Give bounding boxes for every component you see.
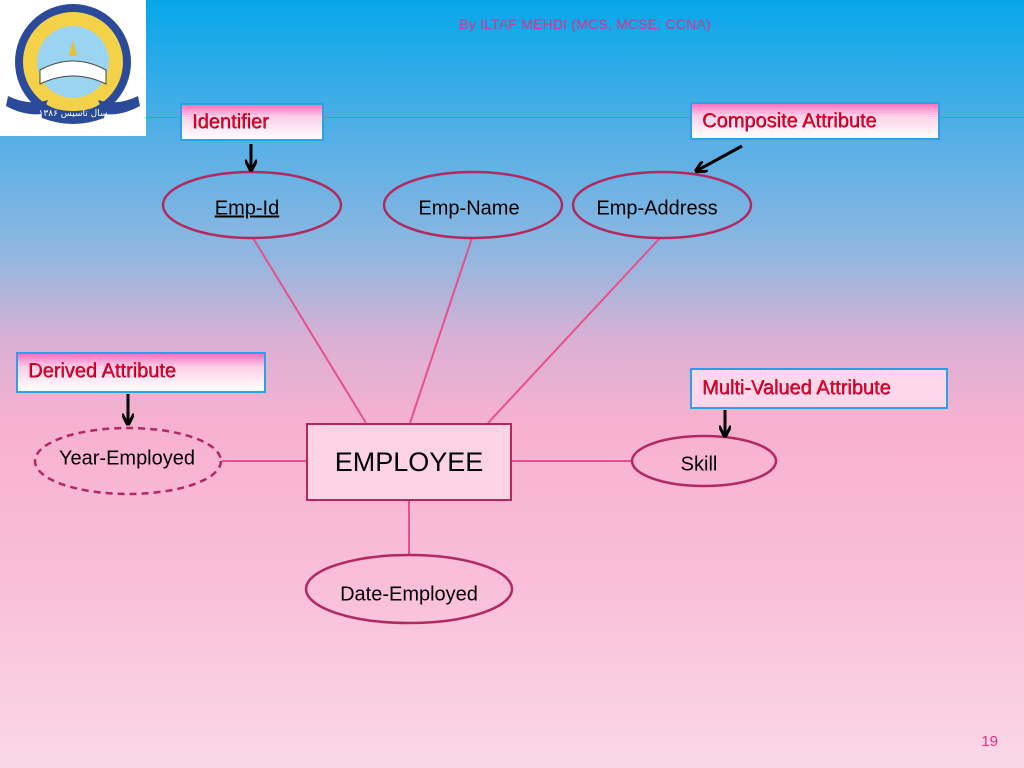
callout-identifier: Identifier: [180, 103, 324, 141]
callout-composite-attribute: Composite Attribute: [690, 102, 940, 140]
callout-multi-valued-attribute: Multi-Valued Attribute: [690, 368, 948, 409]
logo-year-text: سال تاسیس ۱۳۸۶: [39, 109, 108, 119]
ellipse-emp-name: [382, 170, 564, 240]
attr-emp-address: Emp-Address: [596, 197, 718, 220]
callout-derived-attribute: Derived Attribute: [16, 352, 266, 393]
ellipse-date-employed: [304, 553, 514, 625]
attr-date-employed: Date-Employed: [340, 583, 478, 606]
ellipse-year-employed: [33, 426, 223, 496]
attr-skill: Skill: [680, 453, 718, 476]
header-divider: [146, 117, 1024, 118]
attr-emp-name: Emp-Name: [418, 197, 520, 220]
attr-emp-id: Emp-Id: [214, 197, 280, 220]
ellipse-skill: [630, 434, 778, 488]
attr-year-employed: Year-Employed: [58, 447, 196, 470]
author-credit: By ILTAF MEHDI (MCS, MCSE, CCNA): [459, 16, 711, 32]
arrow-composite: [698, 144, 743, 170]
entity-employee: EMPLOYEE: [306, 423, 512, 501]
connector-emp-id: [252, 237, 367, 424]
connector-emp-name: [409, 237, 473, 424]
connector-emp-address: [487, 237, 661, 424]
ellipse-emp-address: [571, 170, 753, 240]
ellipse-emp-id: [161, 170, 343, 240]
page-number: 19: [981, 733, 998, 750]
institution-logo: سال تاسیس ۱۳۸۶: [0, 0, 146, 136]
